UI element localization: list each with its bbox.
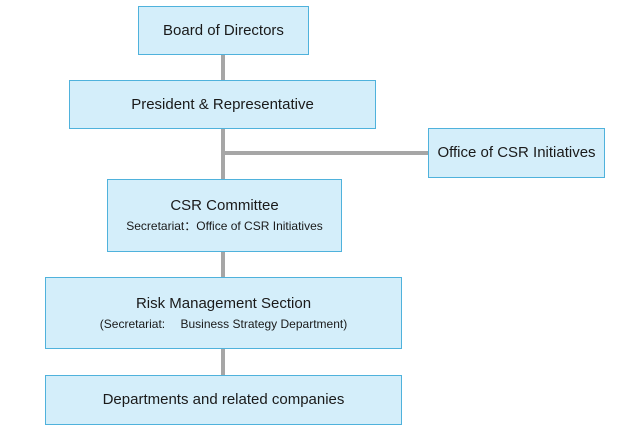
connector-president-committee	[221, 128, 225, 180]
office-of-csr-initiatives-label: Office of CSR Initiatives	[437, 144, 596, 161]
board-of-directors-label: Board of Directors	[163, 21, 284, 39]
connector-to-office	[225, 151, 429, 155]
president-label: President & Representative	[131, 95, 314, 113]
risk-management-box: Risk Management Section (Secretariat: Bu…	[45, 277, 402, 349]
connector-board-president	[221, 54, 225, 81]
departments-box: Departments and related companies	[45, 375, 402, 425]
risk-management-title: Risk Management Section	[135, 294, 312, 312]
csr-committee-box: CSR Committee Secretariat：Office of CSR …	[107, 179, 342, 252]
connector-risk-departments	[221, 348, 225, 376]
csr-committee-secretariat: Secretariat：Office of CSR Initiatives	[126, 219, 323, 233]
office-of-csr-initiatives-box: Office of CSR Initiatives	[428, 128, 605, 178]
connector-committee-risk	[221, 251, 225, 278]
board-of-directors-box: Board of Directors	[138, 6, 309, 55]
risk-management-secretariat: (Secretariat: Business Strategy Departme…	[99, 316, 348, 331]
csr-committee-title: CSR Committee	[170, 197, 279, 214]
departments-label: Departments and related companies	[102, 391, 345, 408]
president-box: President & Representative	[69, 80, 376, 129]
